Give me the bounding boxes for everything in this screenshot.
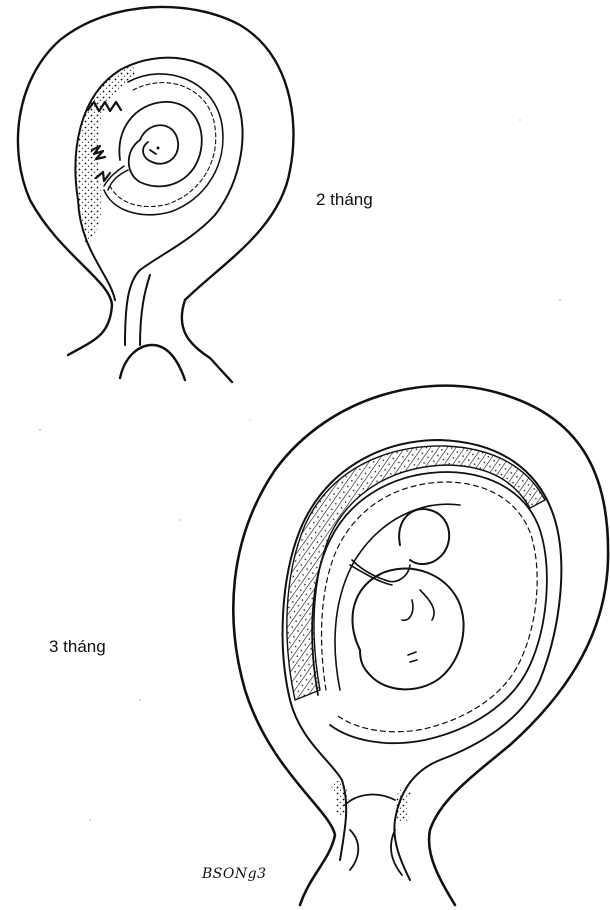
placenta-3: [287, 446, 545, 700]
label-3-months: 3 tháng: [49, 637, 106, 657]
fetus-head-3: [399, 509, 449, 564]
amniotic-cavity-2: [119, 102, 201, 186]
label-2-months: 2 tháng: [316, 190, 373, 210]
uterine-outer-wall-2: [18, 7, 294, 382]
uterus-2-months: [18, 7, 294, 382]
placenta-2: [75, 67, 135, 243]
artist-signature: BSONg3: [202, 866, 266, 882]
fetus-3: [352, 569, 463, 690]
amniotic-sac-3: [335, 504, 460, 690]
chorion-membrane-3: [312, 472, 547, 743]
fetus-limbs-3: [385, 565, 434, 662]
uterus-3-months: [233, 386, 608, 905]
cervix-3: [345, 795, 402, 875]
gestational-sac-membrane-2: [104, 74, 223, 215]
embryo-2: [140, 125, 178, 164]
